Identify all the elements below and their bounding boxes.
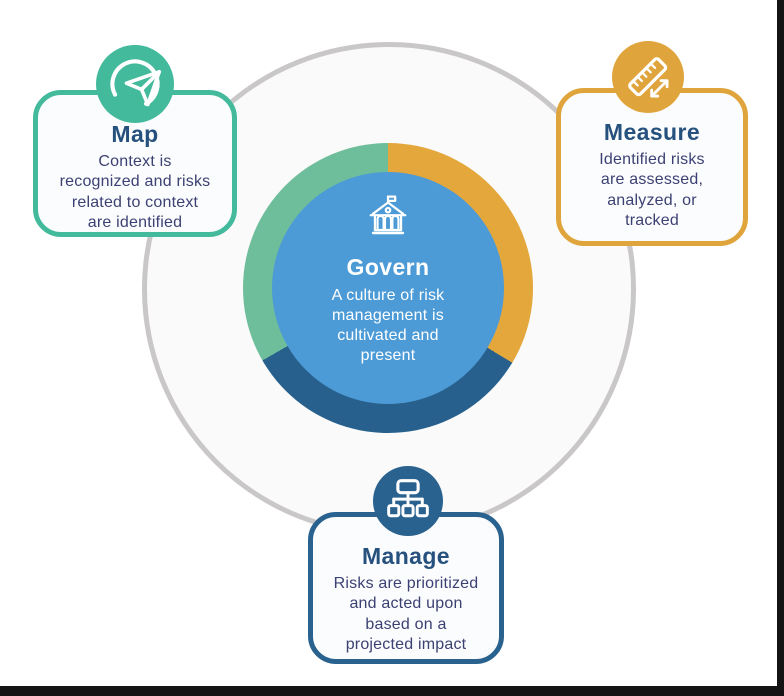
govern-circle: Govern A culture of risk management is c… bbox=[272, 172, 504, 404]
org-chart-icon bbox=[387, 479, 429, 518]
govern-title: Govern bbox=[346, 254, 430, 280]
govern-description-line: management is bbox=[332, 307, 444, 325]
government-building-icon bbox=[369, 195, 407, 235]
measure-description-line: tracked bbox=[625, 211, 679, 229]
paper-plane-icon bbox=[110, 59, 162, 109]
measure-description-line: Identified risks bbox=[599, 151, 705, 168]
measure-card: Measure Identified risks are assessed, a… bbox=[556, 41, 748, 246]
govern-description: A culture of risk management is cultivat… bbox=[303, 286, 473, 367]
map-description-line: Context is bbox=[98, 153, 172, 170]
manage-title: Manage bbox=[361, 543, 451, 569]
measure-description-line: analyzed, or bbox=[607, 191, 697, 209]
govern-description-line: present bbox=[360, 347, 416, 365]
measure-badge bbox=[612, 41, 684, 113]
manage-description: Risks are prioritized and acted upon bas… bbox=[313, 574, 499, 655]
measure-description-line: are assessed, bbox=[600, 171, 704, 189]
manage-description-line: and acted upon bbox=[349, 595, 463, 613]
manage-description-line: based on a bbox=[365, 615, 447, 633]
measure-description: Identified risks are assessed, analyzed,… bbox=[561, 150, 743, 231]
measure-title: Measure bbox=[603, 119, 701, 145]
screen-edge-bottom-bar bbox=[0, 686, 784, 696]
map-description-line: are identified bbox=[87, 213, 183, 231]
screen-edge-right-bar bbox=[777, 0, 784, 696]
map-badge bbox=[96, 45, 174, 123]
ruler-icon bbox=[628, 57, 669, 98]
manage-description-line: projected impact bbox=[345, 635, 467, 653]
map-card: Map Context is recognized and risks rela… bbox=[33, 45, 237, 237]
manage-description-line: Risks are prioritized bbox=[333, 575, 479, 592]
map-description-line: related to context bbox=[71, 193, 199, 211]
map-title: Map bbox=[111, 121, 159, 147]
manage-card: Manage Risks are prioritized and acted u… bbox=[308, 466, 504, 664]
govern-description-line: A culture of risk bbox=[331, 287, 445, 304]
manage-badge bbox=[373, 466, 443, 536]
map-description: Context is recognized and risks related … bbox=[38, 152, 232, 233]
map-description-line: recognized and risks bbox=[59, 173, 211, 191]
govern-description-line: cultivated and bbox=[337, 327, 439, 345]
